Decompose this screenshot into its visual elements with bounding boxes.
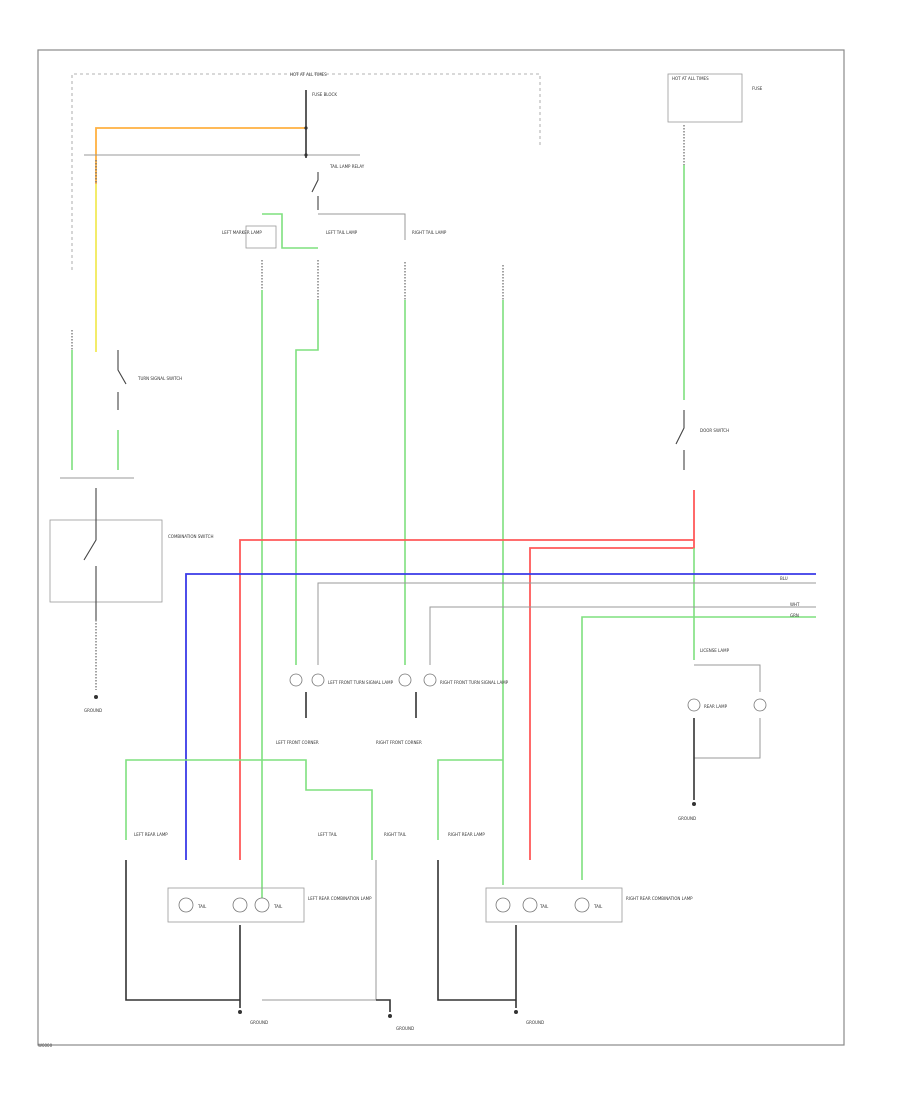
combination-switch-contact <box>83 488 97 620</box>
label-tail-b: TAIL <box>273 904 283 909</box>
left-rear-bulb-a <box>178 897 194 913</box>
hot-at-all-times-boundary <box>71 73 541 270</box>
wire-relay-right <box>318 213 406 240</box>
ground-point-center-rear <box>388 1014 392 1018</box>
label-tail-lamp-relay: TAIL LAMP RELAY <box>329 164 365 169</box>
wire-blue <box>185 573 816 860</box>
left-rear-bulb-b <box>232 897 248 913</box>
left-marker-bulb-box <box>245 225 277 249</box>
label-right-front-corner: RIGHT FRONT CORNER <box>376 740 422 745</box>
label-tail-c: TAIL <box>539 904 549 909</box>
label-combination-switch: COMBINATION SWITCH <box>168 534 213 539</box>
label-license-lamp: LICENSE LAMP <box>700 648 730 653</box>
label-left-tail: LEFT TAIL <box>318 832 338 837</box>
left-front-turn-bulb-b <box>311 673 325 687</box>
license-bulb-right <box>753 698 767 712</box>
label-right-rear-combo: RIGHT REAR COMBINATION LAMP <box>626 896 693 901</box>
label-hot-at-all-times-top: HOT AT ALL TIMES <box>290 72 327 77</box>
label-rear-lamp: REAR LAMP <box>704 704 728 709</box>
right-rear-bulb-c <box>574 897 590 913</box>
junction-fuse-b <box>304 153 308 157</box>
wire-green-right-rear <box>581 616 816 880</box>
label-hot-at-all-times-right: HOT AT ALL TIMES <box>672 76 709 81</box>
label-door-switch: DOOR SWITCH <box>700 428 729 433</box>
label-right-front-turn: RIGHT FRONT TURN SIGNAL LAMP <box>440 680 509 685</box>
right-front-turn-bulb <box>398 673 412 687</box>
label-left-marker: LEFT MARKER LAMP <box>222 230 262 235</box>
diagram-frame <box>37 49 845 1046</box>
label-fuse-block: FUSE BLOCK <box>312 92 337 97</box>
right-rear-bulb-b <box>522 897 538 913</box>
label-right-rear-lamp: RIGHT REAR LAMP <box>448 832 485 837</box>
wire-red-right <box>529 540 695 860</box>
wire-green-rear-left <box>125 759 373 860</box>
right-fuse-box <box>667 73 743 123</box>
right-rear-combination-box <box>485 887 623 923</box>
license-bulb-left <box>687 698 701 712</box>
right-rear-bulb-a <box>495 897 511 913</box>
tail-lamp-relay-switch <box>311 172 319 210</box>
wire-ground-left-rear <box>125 860 240 1001</box>
ground-point-right-rear <box>514 1010 518 1014</box>
left-front-turn-bulb <box>289 673 303 687</box>
label-left-rear-combo: LEFT REAR COMBINATION LAMP <box>308 896 372 901</box>
wire-ground-center-drop <box>376 999 391 1012</box>
wire-red-left <box>239 539 694 860</box>
turn-signal-switch <box>117 350 127 410</box>
wire-orange-feed <box>95 127 306 184</box>
wire-gray-upper <box>317 582 816 665</box>
left-rear-combination-box <box>167 887 305 923</box>
wire-green-relay <box>262 213 318 249</box>
label-ground-right: GROUND <box>678 816 696 821</box>
label-ground-right-rear: GROUND <box>526 1020 544 1025</box>
wire-ground-center <box>262 860 377 1001</box>
label-right-tail: RIGHT TAIL <box>384 832 407 837</box>
wire-gray-lower <box>429 606 816 665</box>
ground-point-left <box>94 695 98 699</box>
label-wire-blue: BLU <box>780 576 788 581</box>
label-tail-a: TAIL <box>197 904 207 909</box>
label-left-tail-lamp: LEFT TAIL LAMP <box>326 230 358 235</box>
label-ground-left: GROUND <box>84 708 102 713</box>
label-wire-wht: WHT <box>790 602 800 607</box>
right-front-turn-bulb-b <box>423 673 437 687</box>
wire-license-return <box>694 718 761 759</box>
wire-green-rear-right <box>437 759 503 840</box>
label-left-front-turn: LEFT FRONT TURN SIGNAL LAMP <box>328 680 394 685</box>
label-left-front-corner: LEFT FRONT CORNER <box>276 740 319 745</box>
left-rear-bulb-c <box>254 897 270 913</box>
ground-point-right <box>692 802 696 806</box>
label-right-fuse: FUSE <box>752 86 763 91</box>
label-ground-center-rear: GROUND <box>396 1026 414 1031</box>
label-right-tail-lamp: RIGHT TAIL LAMP <box>412 230 447 235</box>
wire-ground-right-rear <box>437 860 516 1001</box>
label-left-rear-lamp: LEFT REAR LAMP <box>134 832 168 837</box>
combination-switch-box <box>49 519 163 603</box>
wire-green-left-tail <box>295 300 319 665</box>
corner-label: W0000 <box>38 1043 53 1048</box>
junction-fuse-a <box>304 126 308 130</box>
wire-license-split <box>694 664 761 692</box>
label-tail-d: TAIL <box>593 904 603 909</box>
label-wire-grn: GRN <box>790 613 799 618</box>
door-switch <box>675 410 685 470</box>
label-turn-signal: TURN SIGNAL SWITCH <box>137 376 182 381</box>
ground-point-left-rear <box>238 1010 242 1014</box>
label-ground-left-rear: GROUND <box>250 1020 268 1025</box>
